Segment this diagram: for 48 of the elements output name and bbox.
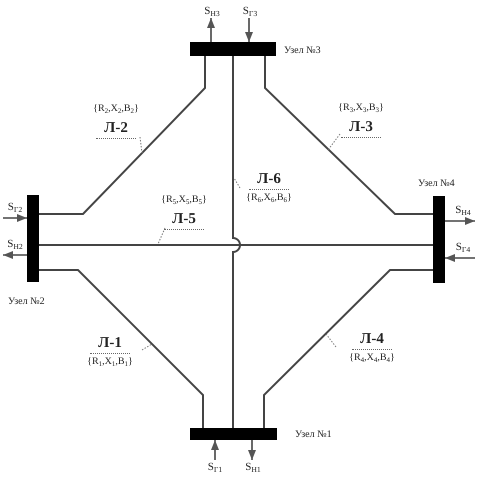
power-line	[263, 269, 433, 428]
line-name: Л-3	[341, 118, 381, 138]
line-name: Л-6	[249, 170, 289, 190]
arrow	[445, 217, 475, 225]
arrow	[245, 18, 253, 42]
arrow	[211, 440, 219, 460]
leader-line	[158, 228, 166, 244]
leader-line	[328, 134, 340, 150]
line-parameters: {R$_{4}$,X$_{4}$,B$_{4}$}	[348, 351, 396, 366]
arrow	[248, 440, 256, 460]
arrow	[445, 254, 475, 262]
arrow	[207, 18, 215, 42]
power-label: S$_{Г2}$	[6, 200, 24, 216]
leader-line	[140, 136, 142, 154]
node-label: Узел №1	[295, 429, 332, 440]
node-label: Узел №2	[8, 296, 45, 307]
leader-line	[142, 344, 152, 350]
line-name: Л-5	[164, 210, 204, 230]
arrow	[3, 251, 27, 259]
line-name: Л-4	[352, 330, 392, 350]
bus-bar	[190, 42, 276, 56]
line-parameters: {R$_{5}$,X$_{5}$,B$_{5}$}	[160, 193, 208, 208]
node-label: Узел №3	[284, 45, 321, 56]
bus-bar	[190, 428, 277, 440]
line-name: Л-2	[96, 119, 136, 139]
line-parameters: {R$_{6}$,X$_{6}$,B$_{6}$}	[245, 191, 293, 206]
power-line	[39, 244, 433, 246]
bus-bar	[27, 195, 39, 282]
leader-line	[326, 334, 336, 348]
power-line	[264, 56, 433, 215]
power-label: S$_{Н1}$	[244, 460, 262, 476]
line-name: Л-1	[90, 334, 130, 354]
power-label: S$_{Н3}$	[203, 4, 221, 20]
line-parameters: {R$_{3}$,X$_{3}$,B$_{3}$}	[337, 101, 385, 116]
power-label: S$_{Г1}$	[206, 460, 224, 476]
power-label: S$_{Н4}$	[454, 203, 472, 219]
power-line	[39, 269, 204, 428]
line-parameters: {R$_{2}$,X$_{2}$,B$_{2}$}	[92, 102, 140, 117]
bus-bar	[433, 196, 445, 283]
arrow	[3, 214, 27, 222]
leader-line	[234, 178, 240, 188]
node-label: Узел №4	[418, 178, 455, 189]
power-label: S$_{Н2}$	[6, 237, 24, 253]
power-label: S$_{Г3}$	[242, 4, 258, 20]
line-parameters: {R$_{1}$,X$_{1}$,B$_{1}$}	[86, 355, 134, 370]
power-label: S$_{Г4}$	[454, 240, 472, 256]
power-line	[232, 56, 241, 428]
power-line	[39, 56, 206, 215]
